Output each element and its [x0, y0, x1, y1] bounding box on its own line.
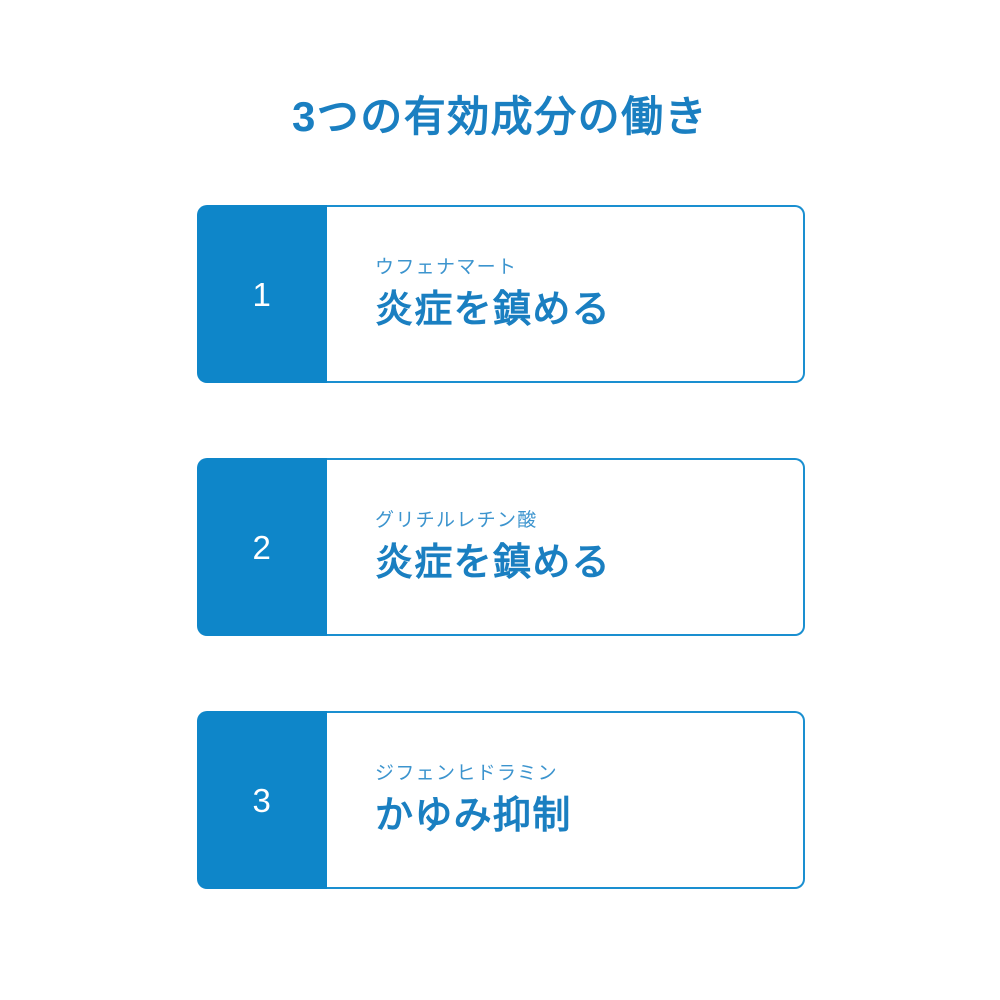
ingredient-card: 1 ウフェナマート 炎症を鎮める — [197, 205, 805, 383]
card-number-block: 1 — [197, 205, 327, 383]
ingredient-name: グリチルレチン酸 — [375, 510, 538, 531]
card-number-block: 2 — [197, 458, 327, 636]
ingredient-effect: 炎症を鎮める — [375, 542, 611, 584]
ingredient-card-list: 1 ウフェナマート 炎症を鎮める 2 グリチルレチン酸 炎症を鎮める 3 ジフェ… — [197, 205, 805, 889]
ingredient-card: 2 グリチルレチン酸 炎症を鎮める — [197, 458, 805, 636]
card-number: 2 — [252, 528, 272, 566]
ingredient-effect: かゆみ抑制 — [375, 795, 572, 837]
ingredient-name: ウフェナマート — [375, 257, 518, 278]
card-number-block: 3 — [197, 711, 327, 889]
card-body: ジフェンヒドラミン かゆみ抑制 — [327, 711, 805, 889]
card-body: グリチルレチン酸 炎症を鎮める — [327, 458, 805, 636]
ingredient-card: 3 ジフェンヒドラミン かゆみ抑制 — [197, 711, 805, 889]
ingredient-effect: 炎症を鎮める — [375, 289, 611, 331]
card-body: ウフェナマート 炎症を鎮める — [327, 205, 805, 383]
page-title: 3つの有効成分の働き — [291, 93, 709, 141]
card-number: 3 — [252, 781, 272, 819]
card-number: 1 — [252, 275, 272, 313]
ingredient-name: ジフェンヒドラミン — [375, 763, 558, 784]
